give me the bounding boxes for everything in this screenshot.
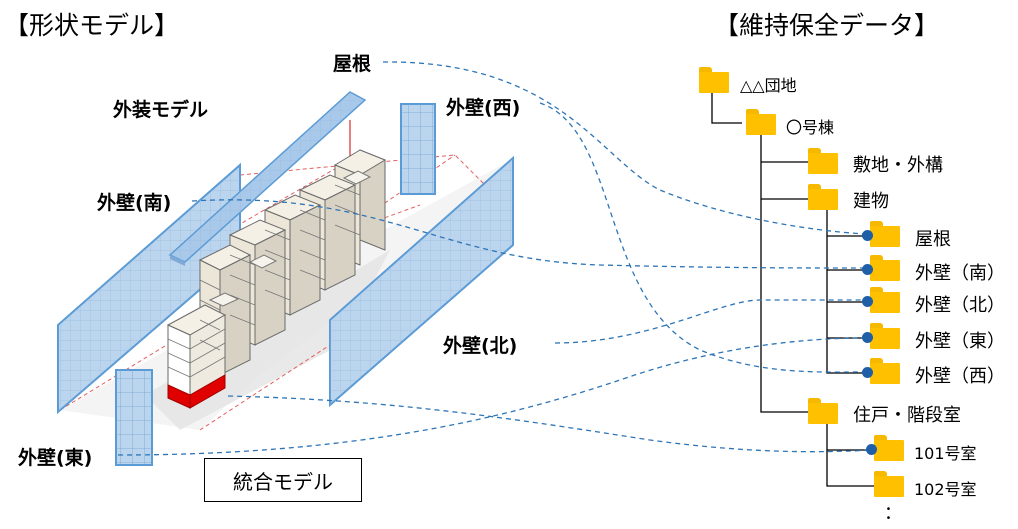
shape-model-title: 【形状モデル】	[4, 11, 180, 40]
integrated-model-box: 統合モデル	[204, 458, 362, 502]
folder-icon	[874, 471, 904, 497]
link-dot	[862, 367, 873, 378]
folder-icon	[870, 323, 900, 349]
roof-strip	[170, 255, 185, 266]
link-dot	[862, 264, 873, 275]
exterior-model-label: 外装モデル	[113, 99, 209, 121]
tree-node-wall-north: 外壁（北）	[915, 295, 1005, 316]
link-wall-north	[554, 299, 865, 344]
tree-node-units: 住戸・階段室	[853, 405, 961, 426]
tree-continuation: ：	[884, 503, 902, 524]
link-dot	[862, 332, 873, 343]
folder-icon	[808, 184, 838, 210]
link-wall-west	[539, 102, 866, 373]
label-wall-west: 外壁(西)	[446, 97, 521, 119]
tree-node-room-102: 102号室	[914, 480, 977, 499]
folder-icon	[874, 435, 904, 461]
link-roof	[382, 61, 866, 235]
link-room-101	[227, 395, 876, 453]
label-roof: 屋根	[333, 53, 372, 75]
tree-node-building-no: 〇号棟	[786, 118, 835, 137]
folder-icon	[699, 67, 729, 93]
link-dot	[866, 444, 877, 455]
building-units	[166, 149, 387, 409]
folder-icon	[870, 221, 900, 247]
integrated-model-label: 統合モデル	[233, 469, 333, 494]
link-wall-south	[191, 199, 866, 269]
link-lines	[117, 61, 876, 456]
link-dot	[862, 230, 873, 241]
folder-icon	[808, 148, 838, 174]
tree-node-complex: △△団地	[740, 76, 797, 95]
folder-icon	[870, 287, 900, 313]
folder-icon	[808, 398, 838, 424]
link-dot	[862, 296, 873, 307]
label-wall-east: 外壁(東)	[18, 447, 93, 469]
label-wall-north: 外壁(北)	[443, 335, 518, 357]
tree-node-room-101: 101号室	[914, 444, 977, 463]
maintenance-data-title: 【維持保全データ】	[714, 11, 940, 40]
folder-icon	[870, 255, 900, 281]
tree-node-wall-south: 外壁（南）	[915, 263, 1005, 284]
tree-node-roof: 屋根	[915, 229, 951, 250]
folder-icon	[746, 109, 776, 135]
tree-node-building: 建物	[853, 191, 889, 212]
tree-lines	[711, 92, 874, 487]
folder-icon	[870, 358, 900, 384]
tree-node-site: 敷地・外構	[853, 155, 943, 176]
label-wall-south: 外壁(南)	[97, 192, 172, 214]
tree-node-wall-east: 外壁（東）	[915, 331, 1005, 352]
tree-node-wall-west: 外壁（西）	[915, 366, 1005, 387]
